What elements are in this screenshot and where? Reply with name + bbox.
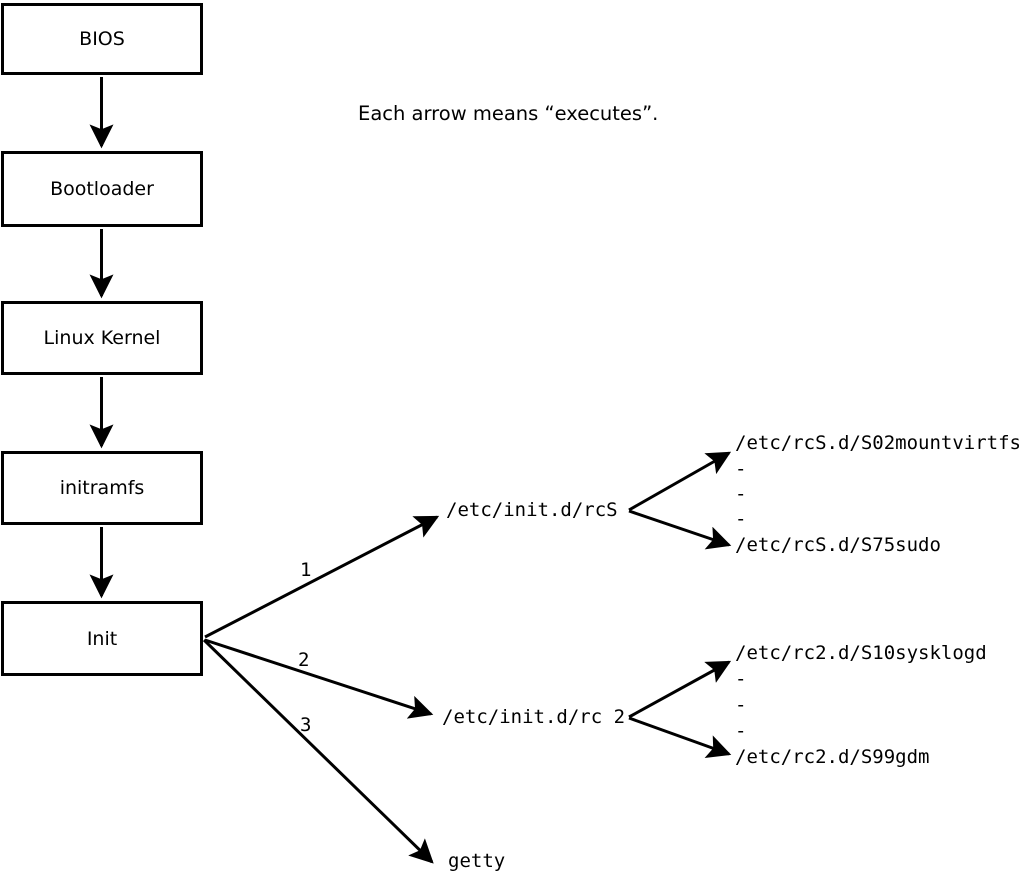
arrow-rcS-to-S75sudo xyxy=(628,509,732,550)
arrow-rcS-to-S02mountvirtfs xyxy=(628,451,732,512)
box-init: Init xyxy=(1,601,203,676)
branch-1-number: 1 xyxy=(300,559,312,581)
box-bootloader-label: Bootloader xyxy=(50,178,154,200)
arrow-init-to-rcS xyxy=(204,515,440,639)
label-rc2-child-S99gdm: /etc/rc2.d/S99gdm xyxy=(735,746,930,768)
label-rcS-child-S75sudo: /etc/rcS.d/S75sudo xyxy=(735,534,941,556)
box-bootloader: Bootloader xyxy=(1,151,203,227)
rcS-ellipsis-dash: - xyxy=(735,458,747,480)
legend-note: Each arrow means “executes”. xyxy=(358,102,659,125)
rc2-ellipsis-dash: - xyxy=(735,720,747,742)
box-init-label: Init xyxy=(86,627,118,650)
label-getty: getty xyxy=(448,850,506,872)
box-linux-kernel-label: Linux Kernel xyxy=(43,327,161,349)
arrow-init-to-rc2 xyxy=(204,638,434,719)
rc2-ellipsis-dash: - xyxy=(735,694,747,716)
branch-3-number: 3 xyxy=(300,714,312,736)
box-initramfs-label: initramfs xyxy=(59,477,145,499)
label-etc-init-d-rcS: /etc/init.d/rcS xyxy=(446,499,618,521)
label-rcS-child-S02mountvirtfs: /etc/rcS.d/S02mountvirtfs xyxy=(735,432,1021,454)
rcS-ellipsis-dash: - xyxy=(735,483,747,505)
box-bios-label: BIOS xyxy=(79,28,125,50)
rcS-ellipsis-dash: - xyxy=(735,508,747,530)
arrow-rc2-to-S10sysklogd xyxy=(628,660,732,719)
box-initramfs: initramfs xyxy=(1,451,203,525)
label-etc-init-d-rc2: /etc/init.d/rc 2 xyxy=(442,706,626,728)
box-bios: BIOS xyxy=(1,3,203,75)
box-linux-kernel: Linux Kernel xyxy=(1,301,203,375)
arrow-rc2-to-S99gdm xyxy=(628,716,732,758)
rc2-ellipsis-dash: - xyxy=(735,668,747,690)
label-rc2-child-S10sysklogd: /etc/rc2.d/S10sysklogd xyxy=(735,642,987,664)
arrow-init-to-getty xyxy=(202,638,434,864)
branch-2-number: 2 xyxy=(298,649,310,671)
